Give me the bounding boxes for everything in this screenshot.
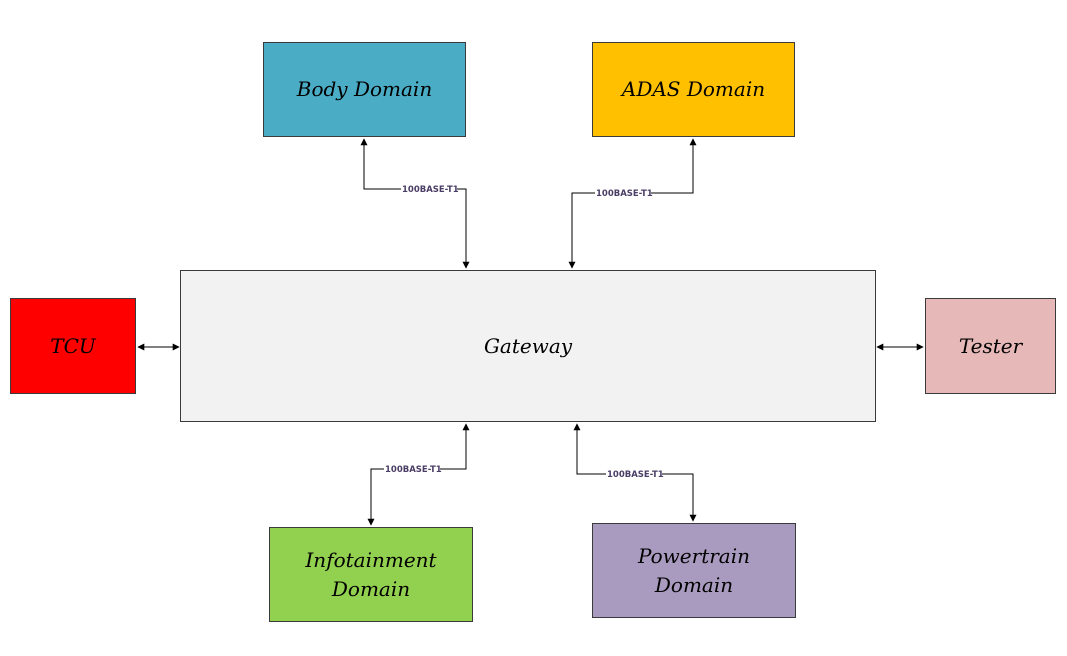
infotainment-domain-node: Infotainment Domain xyxy=(269,527,473,622)
infotainment-domain-label-line2: Domain xyxy=(331,576,411,601)
adas-domain-label: ADAS Domain xyxy=(621,77,766,101)
tcu-label: TCU xyxy=(50,333,96,358)
gateway-node: Gateway xyxy=(180,270,876,422)
body-domain-label: Body Domain xyxy=(296,77,433,101)
powertrain-domain-node: Powertrain Domain xyxy=(592,523,796,618)
tester-node: Tester xyxy=(925,298,1056,394)
infotainment-domain-label-line1: Infotainment xyxy=(305,547,437,572)
link-label-gateway-powertrain: 100BASE-T1 xyxy=(607,470,664,480)
connector-adas-gateway xyxy=(568,138,697,269)
link-label-body-gateway: 100BASE-T1 xyxy=(402,185,459,195)
powertrain-domain-label-line1: Powertrain xyxy=(637,543,750,568)
link-label-adas-gateway: 100BASE-T1 xyxy=(596,189,653,199)
tcu-node: TCU xyxy=(10,298,136,394)
powertrain-domain-label-line2: Domain xyxy=(654,572,734,597)
adas-domain-node: ADAS Domain xyxy=(592,42,795,137)
body-domain-node: Body Domain xyxy=(263,42,466,137)
link-label-gateway-infotainment: 100BASE-T1 xyxy=(385,465,442,475)
connector-body-gateway xyxy=(360,138,470,269)
gateway-label: Gateway xyxy=(483,333,573,358)
tester-label: Tester xyxy=(958,333,1023,358)
